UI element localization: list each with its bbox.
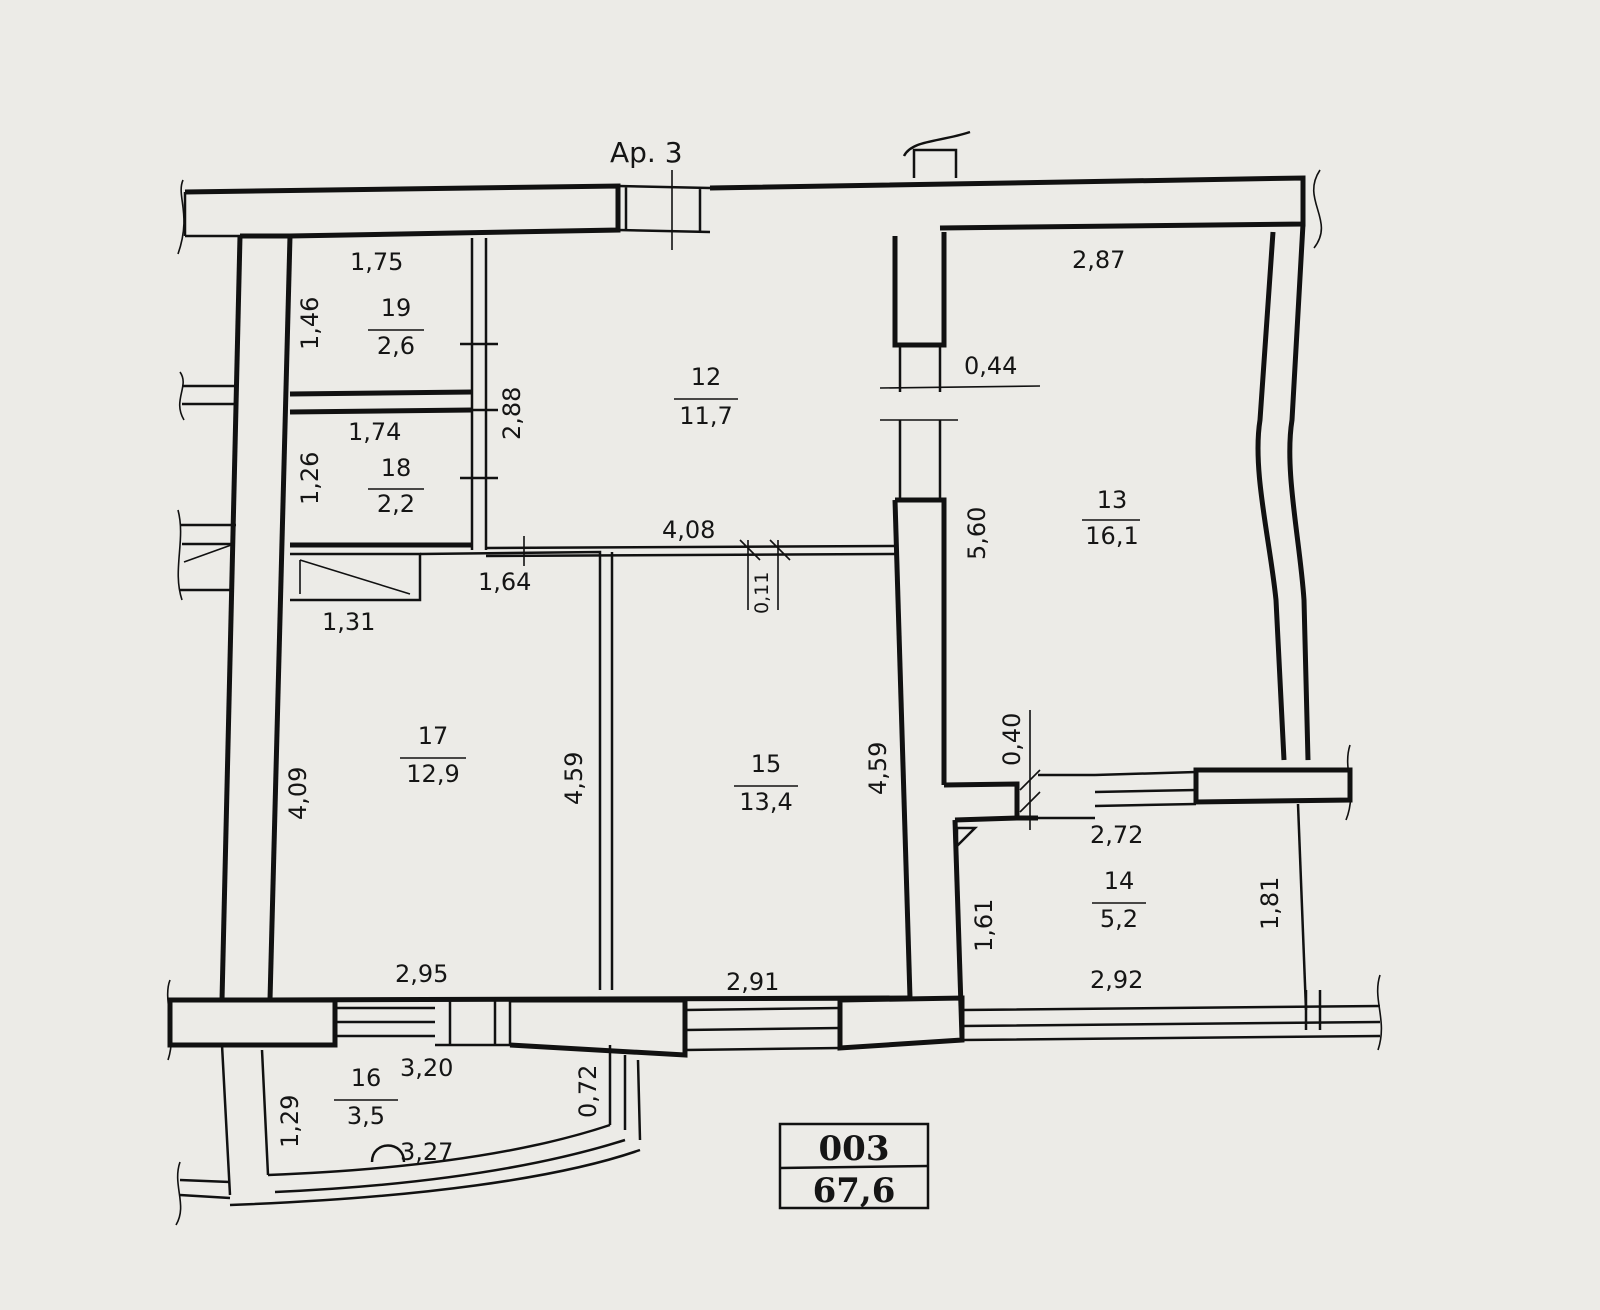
plan-stamp: 003 67,6 — [778, 1122, 930, 1211]
dim-r17-height: 4,09 — [284, 767, 312, 820]
area-bars — [334, 329, 1146, 1101]
partitions — [289, 238, 896, 990]
door-marks — [879, 385, 1041, 830]
dim-wall-gap: 0,40 — [998, 713, 1026, 766]
room-16-area: 3,5 — [347, 1102, 385, 1130]
dim-opening-1: 1,64 — [478, 568, 531, 596]
door-arc-icon — [370, 1144, 406, 1163]
dim-r13-height: 5,60 — [963, 507, 991, 560]
dim-r12-width: 4,08 — [662, 516, 715, 544]
stamp-number: 003 — [819, 1129, 890, 1169]
room-16-number: 16 — [351, 1064, 382, 1092]
room-12-area: 11,7 — [679, 402, 732, 430]
dim-r15-width: 2,91 — [726, 968, 779, 996]
dim-r16-side: 0,72 — [574, 1065, 602, 1118]
stamp-total-area: 67,6 — [813, 1171, 896, 1211]
room-14-area: 5,2 — [1100, 905, 1138, 933]
dim-r14-right: 1,81 — [1256, 877, 1284, 930]
room-17-number: 17 — [418, 722, 449, 750]
dim-r13-width: 2,87 — [1072, 246, 1125, 274]
dim-r16-height: 1,29 — [276, 1095, 304, 1148]
dim-r12-height: 2,88 — [498, 387, 526, 440]
room-15-number: 15 — [751, 750, 782, 778]
dim-r16-top: 3,20 — [400, 1054, 453, 1082]
walls — [166, 169, 1383, 1226]
room-18-number: 18 — [381, 454, 412, 482]
room-12-number: 12 — [691, 363, 722, 391]
apartment-label: Ар. 3 — [610, 136, 683, 169]
dim-r16-bottom: 3,27 — [400, 1138, 453, 1166]
room-15-area: 13,4 — [739, 788, 792, 816]
dim-r17-right: 4,59 — [560, 752, 588, 805]
room-14-number: 14 — [1104, 867, 1135, 895]
room-13-area: 16,1 — [1085, 522, 1138, 550]
labels: Ар. 3 19 2,6 18 2,2 12 11,7 13 16,1 17 1… — [276, 136, 1284, 1166]
vent-icon — [902, 130, 971, 178]
room-19-number: 19 — [381, 294, 412, 322]
dim-r18-height: 1,26 — [296, 452, 324, 505]
dim-r14-left: 1,61 — [970, 899, 998, 952]
dim-partition: 0,11 — [751, 572, 773, 614]
room-18-area: 2,2 — [377, 490, 415, 518]
dim-r14-bottom: 2,92 — [1090, 966, 1143, 994]
dim-door-width: 0,44 — [964, 352, 1017, 380]
room-13-number: 13 — [1097, 486, 1128, 514]
dim-r18-width: 1,74 — [348, 418, 401, 446]
dim-r14-top: 2,72 — [1090, 821, 1143, 849]
room-17-area: 12,9 — [406, 760, 459, 788]
dim-r19-height: 1,46 — [296, 297, 324, 350]
dim-r15-height: 4,59 — [864, 742, 892, 795]
dim-r17-width: 2,95 — [395, 960, 448, 988]
room-19-area: 2,6 — [377, 332, 415, 360]
dim-r19-width: 1,75 — [350, 248, 403, 276]
dim-niche: 1,31 — [322, 608, 375, 636]
